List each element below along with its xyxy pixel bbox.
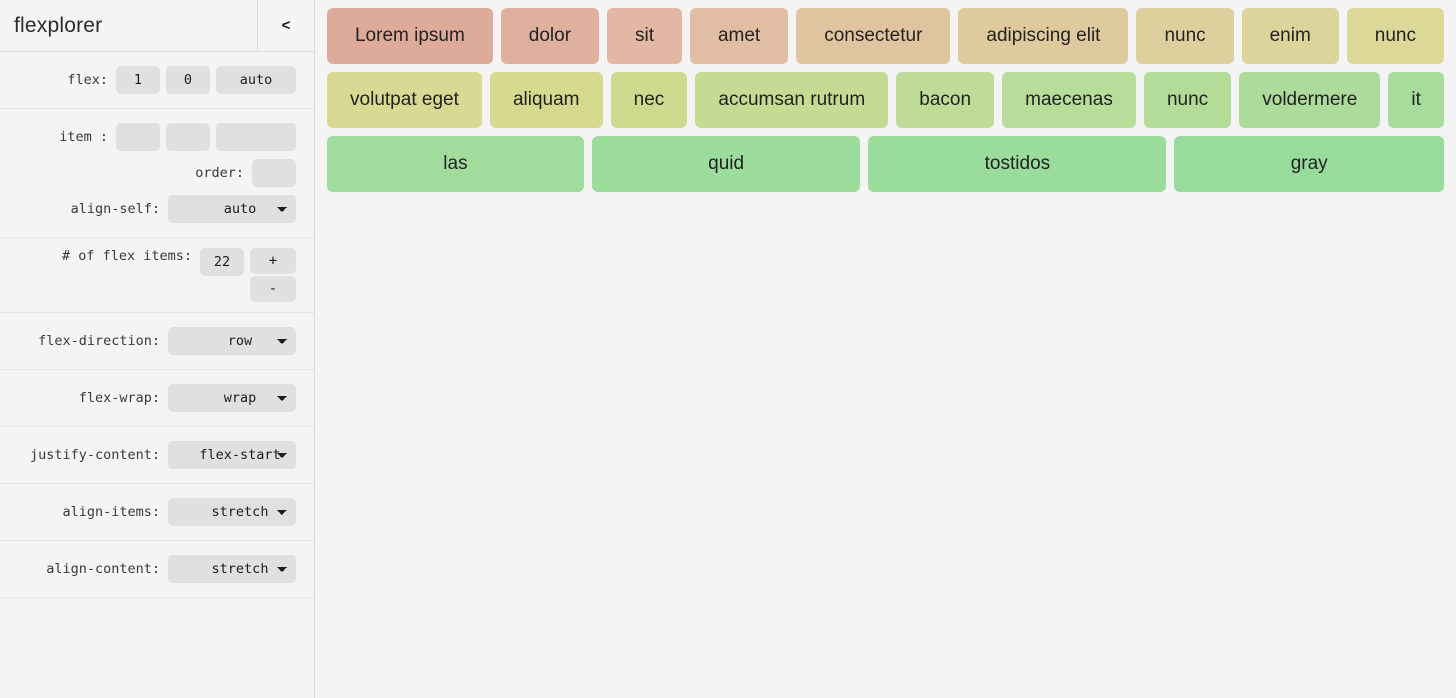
flex-item[interactable]: aliquam [489,72,603,128]
align-content-select[interactable]: stretchflex-startflex-endcenterspace-bet… [168,555,296,583]
sidebar-header: flexplorer < [0,0,314,52]
flex-item[interactable]: las [327,136,584,192]
flex-item[interactable]: bacon [896,72,995,128]
align-self-label: align-self: [70,201,160,217]
flex-item[interactable]: Lorem ipsum [327,8,493,64]
flex-items-count-label: # of flex items: [61,248,192,264]
section-item: item : order: align-self: autoflex-start… [0,109,314,238]
section-flex-direction: flex-direction: rowrow-reversecolumncolu… [0,313,314,370]
align-self-select[interactable]: autoflex-startflex-endcenterbaselinestre… [168,195,296,223]
flex-item[interactable]: gray [1174,136,1444,192]
flex-wrap-select[interactable]: nowrapwrapwrap-reverse [168,384,296,412]
flex-item[interactable]: amet [689,8,789,64]
flex-items-count-input[interactable] [200,248,244,276]
flex-item[interactable]: enim [1241,8,1339,64]
section-justify-content: justify-content: flex-startflex-endcente… [0,427,314,484]
flex-direction-label: flex-direction: [38,333,160,349]
justify-content-select[interactable]: flex-startflex-endcenterspace-betweenspa… [168,441,296,469]
flex-item[interactable]: tostidos [868,136,1167,192]
order-label: order: [195,165,244,181]
chevron-left-icon[interactable]: < [257,0,314,52]
flex-item[interactable]: consectetur [796,8,951,64]
section-flex-item-count: # of flex items: + - [0,238,314,313]
flex-shorthand-label: flex: [67,72,108,88]
flex-item[interactable]: voldermere [1239,72,1381,128]
flex-basis-input[interactable] [216,66,296,94]
flex-item[interactable]: maecenas [1002,72,1136,128]
align-items-label: align-items: [62,504,160,520]
item-label: item : [59,129,108,145]
flex-item[interactable]: it [1388,72,1444,128]
flex-item[interactable]: nec [610,72,688,128]
flex-item[interactable]: nunc [1143,72,1232,128]
flex-item[interactable]: volutpat eget [327,72,482,128]
align-items-select[interactable]: stretchflex-startflex-endcenterbaseline [168,498,296,526]
justify-content-label: justify-content: [29,447,160,463]
section-align-content: align-content: stretchflex-startflex-end… [0,541,314,598]
flex-item[interactable]: nunc [1136,8,1234,64]
flex-item[interactable]: adipiscing elit [958,8,1129,64]
section-flex-shorthand: flex: [0,52,314,109]
flex-grow-input[interactable] [116,66,160,94]
increment-button[interactable]: + [250,248,296,274]
align-content-label: align-content: [46,561,160,577]
flex-item[interactable]: sit [607,8,682,64]
flex-item[interactable]: nunc [1346,8,1444,64]
flex-wrap-label: flex-wrap: [78,390,160,406]
flex-item[interactable]: quid [591,136,861,192]
flex-item[interactable]: accumsan rutrum [695,72,889,128]
item-flex-shrink-input[interactable] [166,123,210,151]
order-input[interactable] [252,159,296,187]
flex-direction-select[interactable]: rowrow-reversecolumncolumn-reverse [168,327,296,355]
section-flex-wrap: flex-wrap: nowrapwrapwrap-reverse [0,370,314,427]
decrement-button[interactable]: - [250,276,296,302]
item-flex-grow-input[interactable] [116,123,160,151]
sidebar: flexplorer < flex: item : order: [0,0,315,698]
section-align-items: align-items: stretchflex-startflex-endce… [0,484,314,541]
flex-shrink-input[interactable] [166,66,210,94]
flex-items-stepper: + - [250,248,296,302]
flex-item[interactable]: dolor [500,8,600,64]
item-flex-basis-input[interactable] [216,123,296,151]
app-title: flexplorer [14,13,103,37]
